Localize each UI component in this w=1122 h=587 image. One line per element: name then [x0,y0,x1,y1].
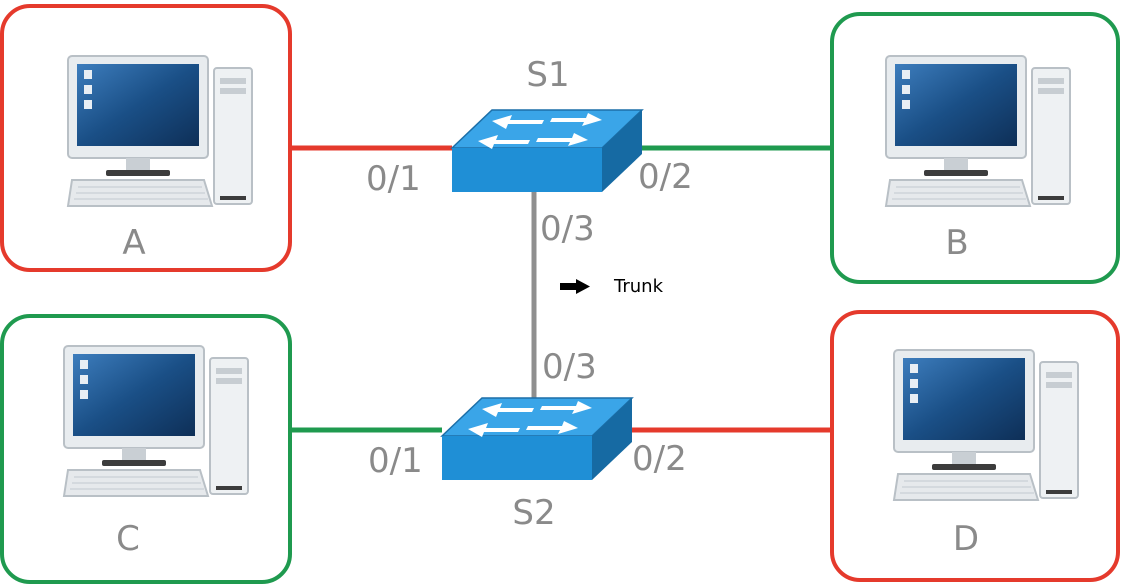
computer-icon [893,349,1079,501]
pc-c[interactable]: C [0,314,292,584]
pc-c-label: C [116,519,140,559]
port-label-s1-0-2: 0/2 [638,157,693,197]
switch-s2[interactable]: S2 [441,397,633,533]
switch-s1-label: S1 [526,55,569,95]
switch-s1[interactable]: S1 [451,55,643,193]
switch-icon [451,109,643,193]
port-label-s1-0-1: 0/1 [366,159,421,199]
port-label-s2-0-1: 0/1 [368,441,423,481]
computer-icon [63,345,249,497]
computer-icon [885,55,1071,207]
port-label-s2-0-2: 0/2 [632,439,687,479]
pc-d-label: D [953,519,979,559]
pc-b-label: B [945,223,968,263]
arrow-right-icon [560,279,590,294]
computer-icon [67,55,253,207]
switch-icon [441,397,633,481]
pc-d[interactable]: D [830,310,1120,582]
switch-s2-label: S2 [512,493,555,533]
trunk-legend: Trunk [560,276,664,297]
trunk-label: Trunk [613,276,664,297]
pc-b[interactable]: B [830,12,1120,284]
port-label-s1-0-3: 0/3 [540,209,595,249]
pc-a[interactable]: A [0,4,292,272]
port-label-s2-0-3: 0/3 [542,347,597,387]
pc-a-label: A [122,223,145,263]
